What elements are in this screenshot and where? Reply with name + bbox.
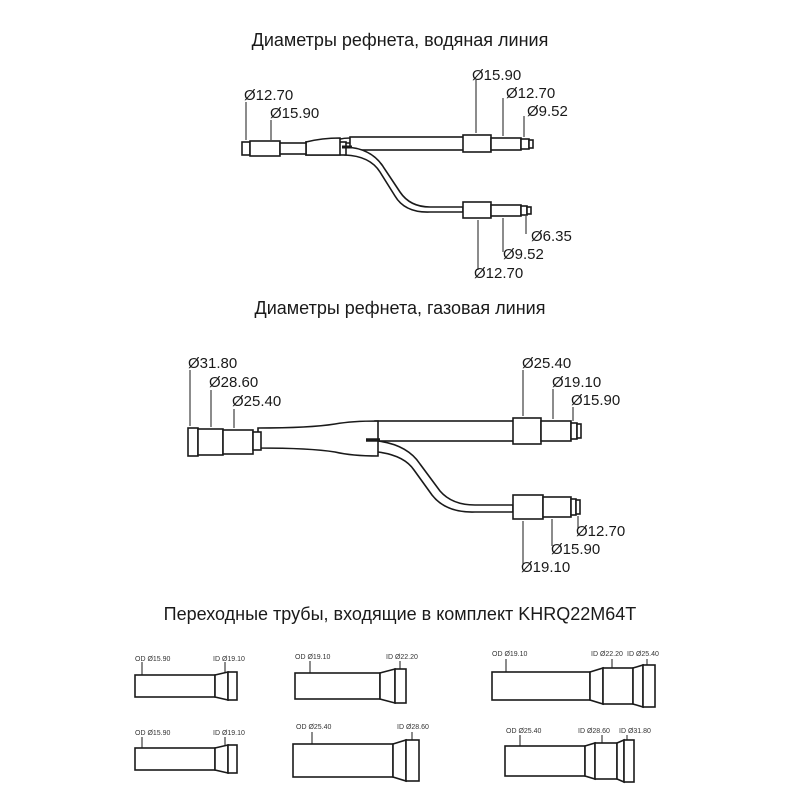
adapter-1-id: ID Ø19.10 [213, 656, 245, 663]
adapter-2-id: ID Ø22.20 [386, 654, 418, 661]
gas-upper-label-3: Ø15.90 [571, 392, 620, 409]
adapter-4-id: ID Ø19.10 [213, 730, 245, 737]
adapter-pipe-6 [504, 735, 635, 784]
gas-inlet-label-2: Ø28.60 [209, 374, 258, 391]
adapter-6-id: ID Ø28.60 [578, 728, 610, 735]
adapter-pipe-4 [134, 737, 238, 775]
adapter-6-od: OD Ø25.40 [506, 728, 542, 735]
adapter-pipe-5 [292, 732, 420, 783]
water-line-title: Диаметры рефнета, водяная линия [251, 30, 549, 50]
adapter-pipe-1 [134, 662, 238, 702]
adapter-pipe-2 [294, 661, 407, 705]
water-lower-branch [344, 146, 464, 213]
water-lower-label-2: Ø9.52 [503, 246, 544, 263]
water-lower-label-3: Ø12.70 [474, 265, 523, 282]
water-lower-label-1: Ø6.35 [531, 228, 572, 245]
gas-refnet-joint [187, 417, 582, 520]
gas-lower-branch [364, 439, 514, 513]
water-inlet-id-label: Ø15.90 [270, 105, 319, 122]
water-lower-step-1 [462, 201, 492, 219]
adapter-pipe-3 [491, 659, 656, 709]
gas-upper-label-1: Ø25.40 [522, 355, 571, 372]
water-upper-label-2: Ø12.70 [506, 85, 555, 102]
gas-upper-step-1 [512, 417, 542, 445]
water-upper-label-3: Ø9.52 [527, 103, 568, 120]
gas-lower-label-2: Ø15.90 [551, 541, 600, 558]
gas-upper-label-2: Ø19.10 [552, 374, 601, 391]
adapter-3-id: ID Ø22.20 [591, 651, 623, 658]
adapter-3-od: OD Ø19.10 [492, 651, 528, 658]
water-inlet-od-label: Ø12.70 [244, 87, 293, 104]
gas-inlet-step-1 [187, 427, 199, 457]
water-inlet-step-1 [241, 141, 251, 156]
adapter-6-id2: ID Ø31.80 [619, 728, 651, 735]
gas-lower-label-3: Ø19.10 [521, 559, 570, 576]
gas-inlet-label-1: Ø31.80 [188, 355, 237, 372]
adapter-5-id: ID Ø28.60 [397, 724, 429, 731]
adapter-5-od: OD Ø25.40 [296, 724, 332, 731]
water-refnet-joint [241, 134, 534, 219]
gas-lower-step-1 [512, 494, 544, 520]
gas-inlet-label-3: Ø25.40 [232, 393, 281, 410]
water-upper-step-1 [462, 134, 492, 153]
adapter-2-od: OD Ø19.10 [295, 654, 331, 661]
water-upper-label-1: Ø15.90 [472, 67, 521, 84]
adapter-1-od: OD Ø15.90 [135, 656, 171, 663]
gas-trunk [257, 420, 379, 457]
gas-upper-branch [374, 420, 516, 442]
adapter-4-od: OD Ø15.90 [135, 730, 171, 737]
adapters-title: Переходные трубы, входящие в комплект KH… [163, 604, 637, 624]
gas-line-title: Диаметры рефнета, газовая линия [254, 298, 546, 318]
adapter-3-id2: ID Ø25.40 [627, 651, 659, 658]
gas-lower-label-1: Ø12.70 [576, 523, 625, 540]
